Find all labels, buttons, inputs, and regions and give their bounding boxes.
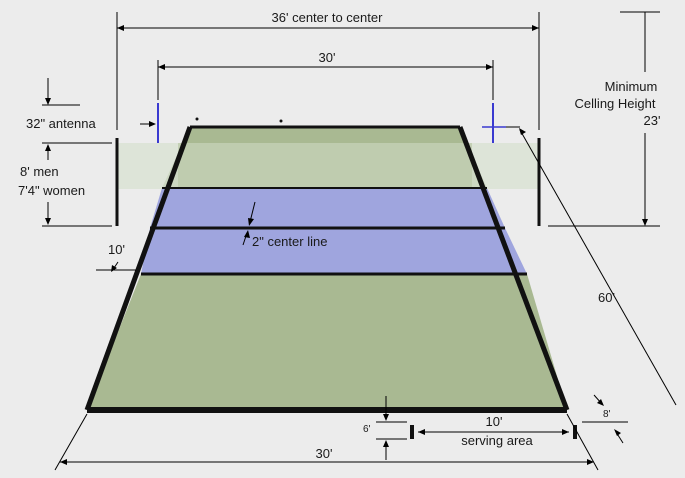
label-antenna-span: 30' (319, 50, 336, 65)
dimension-end-offset (582, 394, 628, 444)
court-boundary-lines (84, 125, 570, 413)
dimension-center-to-center (116, 12, 540, 130)
label-net-men: 8' men (20, 164, 59, 179)
dimension-attack-line (96, 261, 136, 272)
dimension-ceiling-height (548, 11, 660, 227)
dimension-net-height (42, 142, 112, 227)
dimension-court-length (506, 126, 677, 406)
label-ceiling-2: Celling Height (575, 96, 656, 111)
label-serving-area: serving area (461, 433, 533, 448)
dimension-serving-offset (376, 396, 407, 460)
label-ceiling-3: 23' (644, 113, 661, 128)
serving-mark-right (573, 425, 577, 439)
court-near-section (87, 274, 567, 410)
label-court-width: 30' (316, 446, 333, 461)
label-attack-line: 10' (108, 242, 125, 257)
serving-mark-left (410, 425, 414, 439)
dimension-court-width (54, 413, 599, 471)
attack-zone-far (150, 188, 505, 228)
dimension-center-line (242, 201, 256, 246)
label-end-offset: 8' (603, 409, 611, 420)
net-marker-dot (195, 117, 199, 121)
label-center-to-center: 36' center to center (272, 10, 384, 25)
attack-zone-near (141, 228, 527, 274)
label-center-line: 2" center line (252, 234, 327, 249)
dimension-serving-width (418, 429, 569, 435)
net-marker-dot (279, 119, 283, 123)
dimension-antenna-span (157, 60, 494, 100)
label-court-length: 60' (598, 290, 615, 305)
label-serving-offset: 6' (363, 424, 371, 435)
label-ceiling-1: Minimum (605, 79, 658, 94)
label-net-women: 7'4" women (18, 183, 85, 198)
net-band-over-court (178, 143, 472, 189)
label-serving-width: 10' (486, 414, 503, 429)
label-antenna: 32" antenna (26, 116, 96, 131)
dimension-antenna (42, 78, 156, 127)
